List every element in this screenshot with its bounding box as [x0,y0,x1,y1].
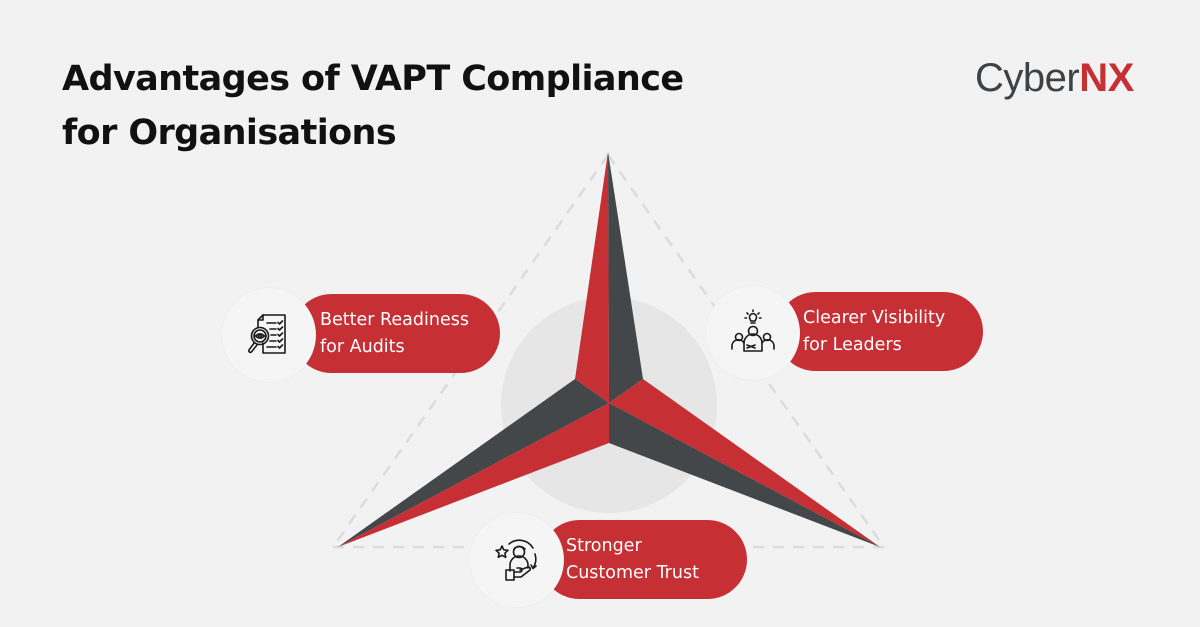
benefit-audits-line-1: Better Readiness [320,309,469,330]
benefit-leaders-line-1: Clearer Visibility [803,307,946,328]
customer-star-hand-icon [495,539,537,581]
audit-checklist-magnifier-icon [248,314,286,354]
cybernx-logo: CyberNX [975,56,1134,101]
title-line-2: for Organisations [62,113,397,153]
leader-team-lightbulb-icon [731,309,775,352]
benefit-trust-line-1: Stronger [566,535,642,556]
star-arm-left-lower-half [338,403,609,547]
logo-text-accent: NX [1079,56,1134,100]
star-arm-right-upper-half [609,379,880,547]
benefit-trust-icon-bubble [470,513,564,607]
benefit-pill-audits: Better Readiness for Audits [292,294,500,373]
title-line-1: Advantages of VAPT Compliance [62,59,684,99]
benefit-audits-line-2: for Audits [320,336,405,357]
star-arm-right-lower-half [609,403,880,547]
benefit-pill-trust: Stronger Customer Trust [540,520,747,599]
benefit-leaders-line-2: for Leaders [803,334,902,355]
benefit-leaders-icon-bubble [706,286,800,380]
benefit-trust-line-2: Customer Trust [566,562,699,583]
benefit-pill-leaders: Clearer Visibility for Leaders [776,292,983,371]
star-arm-top-left-half [575,152,609,403]
star-arm-top-right-half [608,152,643,403]
page-title: Advantages of VAPT Compliance for Organi… [62,52,684,160]
star-arm-left-upper-half [338,379,609,547]
benefit-audits-icon-bubble [222,288,316,382]
logo-text-main: Cyber [975,56,1080,100]
